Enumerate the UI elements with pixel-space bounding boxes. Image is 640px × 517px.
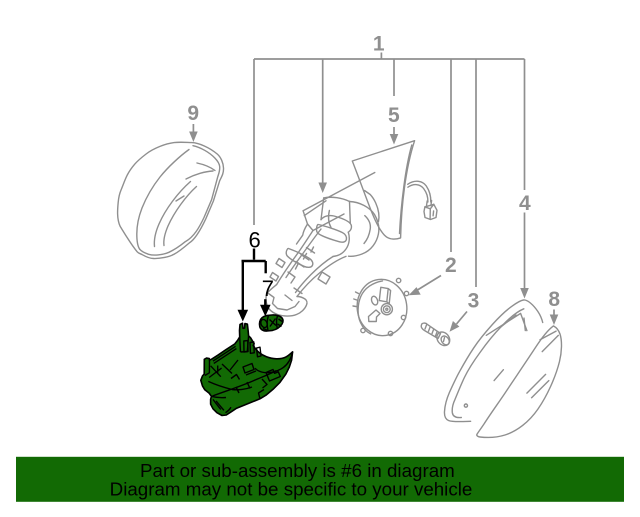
svg-text:Part or sub-assembly is #6 in: Part or sub-assembly is #6 in diagram: [140, 460, 455, 481]
svg-text:3: 3: [468, 290, 480, 313]
svg-text:1: 1: [373, 32, 385, 55]
svg-text:2: 2: [445, 254, 457, 277]
svg-text:8: 8: [548, 288, 560, 311]
svg-text:6: 6: [248, 228, 260, 253]
svg-text:9: 9: [187, 102, 199, 125]
svg-text:7: 7: [262, 276, 274, 301]
svg-text:4: 4: [519, 192, 531, 215]
svg-text:5: 5: [388, 104, 400, 127]
svg-text:Diagram may not be specific to: Diagram may not be specific to your vehi…: [110, 479, 473, 500]
